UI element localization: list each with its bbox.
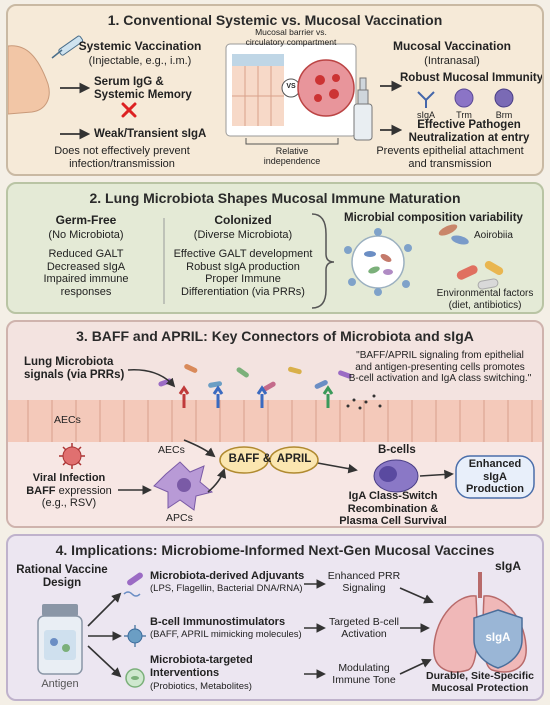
b-cells-label: B-cells — [378, 444, 416, 456]
epithelial-layer-icon — [8, 400, 542, 442]
serum-igg-label: Serum IgG &Systemic Memory — [94, 76, 192, 102]
mucosal-barrier-icon — [232, 54, 284, 126]
panel2-title: 2. Lung Microbiota Shapes Mucosal Immune… — [89, 190, 461, 206]
trm-cell-icon — [454, 88, 474, 108]
panel1-graphics — [8, 35, 514, 145]
siga-shield-label: sIgA — [485, 632, 511, 644]
bcell-stimulators-subheading: (BAFF, APRIL mimicking molecules) — [150, 629, 302, 640]
panel3-title: 3. BAFF and APRIL: Key Connectors of Mic… — [76, 328, 474, 344]
siga-cell-label: sIgA — [416, 110, 435, 120]
red-x-icon — [121, 102, 137, 118]
panel-baff-april: 3. BAFF and APRIL: Key Connectors of Mic… — [6, 320, 544, 528]
variability-heading: Microbial composition variability — [344, 212, 523, 224]
trm-cell-label: Trm — [456, 110, 472, 120]
enhanced-siga-box — [455, 455, 535, 499]
vs-label: VS — [286, 83, 296, 90]
weak-siga-label: Weak/Transient sIgA — [94, 128, 207, 140]
syringe-icon — [51, 35, 84, 59]
panel-conventional-vs-mucosal: 1. Conventional Systemic vs. Mucosal Vac… — [6, 4, 544, 176]
panel4-title: 4. Implications: Microbiome-Informed Nex… — [55, 542, 495, 558]
shield-icon — [473, 609, 523, 669]
aecs-label-bottom: AECs — [158, 444, 185, 456]
signal-dots-icon — [346, 394, 382, 410]
brm-cell-label: Brm — [495, 110, 513, 120]
blood-vessel-icon — [297, 59, 355, 117]
april-oval — [269, 446, 319, 474]
panel2-graphics — [163, 213, 504, 309]
pill-icon — [456, 261, 504, 290]
panel1-title: 1. Conventional Systemic vs. Mucosal Vac… — [107, 12, 443, 28]
antigen-label: Antigen — [41, 678, 79, 690]
prr-receptor-icon — [178, 385, 334, 408]
microbiota-icon — [158, 364, 352, 392]
colonized-heading: Colonized — [214, 213, 272, 227]
colonized-subheading: (Diverse Microbiota) — [193, 229, 293, 241]
barrier-caption: Mucosal barrier vs.circulatory compartme… — [245, 27, 337, 47]
bacteria-icon — [438, 224, 469, 245]
mucosal-heading: Mucosal Vaccination — [392, 39, 512, 53]
vaccine-vial-icon — [37, 604, 83, 675]
robust-mucosal-label: Robust Mucosal Immunity — [400, 72, 544, 84]
panel-implications: 4. Implications: Microbiome-Informed Nex… — [6, 534, 544, 701]
siga-label-top: sIgA — [494, 559, 521, 573]
aecs-label-top: AECs — [54, 414, 81, 426]
panel-lung-microbiota: 2. Lung Microbiota Shapes Mucosal Immune… — [6, 182, 544, 314]
germ-free-subheading: (No Microbiota) — [48, 229, 124, 241]
systemic-subheading: (Injectable, e.g., i.m.) — [88, 55, 192, 67]
arm-icon — [8, 45, 50, 115]
adjuvants-subheading: (LPS, Flagellin, Bacterial DNA/RNA) — [150, 583, 303, 594]
baff-label: BAFF — [228, 453, 260, 465]
nasal-spray-icon — [353, 77, 373, 141]
aoirobiia-label: Aoirobiia — [474, 230, 513, 241]
siga-molecule-icon — [417, 91, 435, 108]
apc-cell-icon — [153, 461, 214, 511]
germ-free-heading: Germ-Free — [55, 213, 117, 227]
bacteria-adjuvant-icon — [123, 572, 143, 597]
microbiota-targeted-subheading: (Probiotics, Metabolites) — [150, 681, 252, 692]
baff-oval — [219, 446, 269, 474]
systemic-heading: Systemic Vaccination — [78, 39, 202, 53]
bcell-stimulators-heading: B-cell Immunostimulators — [150, 616, 286, 628]
panel3-graphics — [8, 364, 542, 526]
virus-icon — [59, 443, 85, 469]
adjuvants-heading: Microbiota-derived Adjuvants — [150, 570, 305, 582]
april-label: APRIL — [276, 453, 312, 465]
immunostimulator-icon — [124, 625, 146, 647]
brm-cell-icon — [494, 88, 514, 108]
mucosal-subheading: (Intranasal) — [424, 55, 480, 67]
environmental-factors-label: Environmental factors(diet, antibiotics) — [436, 288, 534, 311]
ampersand-label: & — [262, 453, 272, 465]
bacteria-cluster-icon — [344, 228, 412, 296]
probiotic-icon — [125, 668, 145, 688]
panel4-graphics — [37, 572, 527, 688]
apcs-label: APCs — [166, 512, 193, 524]
b-cell-icon — [373, 459, 419, 493]
